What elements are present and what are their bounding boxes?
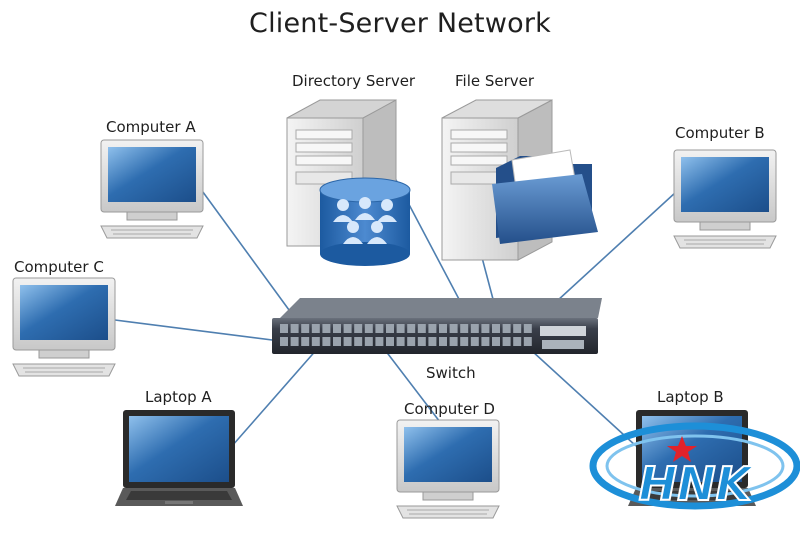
- switch-port: [333, 324, 341, 333]
- label-computer-b: Computer B: [675, 124, 765, 142]
- switch-port: [364, 337, 373, 346]
- switch-port: [460, 337, 469, 346]
- label-laptop-b: Laptop B: [657, 388, 724, 406]
- switch-port: [343, 324, 352, 333]
- switch-port: [311, 337, 320, 346]
- laptop-a: [115, 410, 243, 506]
- file-server: [441, 99, 598, 261]
- switch-port: [301, 337, 310, 346]
- switch-port: [492, 337, 500, 346]
- switch-port: [322, 324, 331, 333]
- label-computer-a: Computer A: [106, 118, 196, 136]
- label-computer-c: Computer C: [14, 258, 104, 276]
- computer-b: [673, 149, 777, 249]
- page-title: Client-Server Network: [249, 8, 551, 39]
- watermark-text: HNK: [639, 457, 755, 511]
- computer-c: [12, 277, 116, 377]
- switch-port: [280, 337, 288, 346]
- label-directory-server: Directory Server: [292, 72, 416, 90]
- link-laptop-b: [519, 339, 637, 447]
- link-computer-c: [114, 319, 289, 343]
- switch-port: [280, 324, 288, 333]
- switch-port: [407, 324, 416, 333]
- switch-port: [502, 324, 511, 333]
- switch-port: [333, 337, 341, 346]
- label-computer-d: Computer D: [404, 400, 495, 418]
- switch-port: [375, 337, 384, 346]
- directory-server: [286, 99, 411, 266]
- switch-port: [396, 337, 405, 346]
- switch-port: [513, 324, 522, 333]
- switch-port: [396, 324, 405, 333]
- switch-port: [364, 324, 373, 333]
- switch-port: [439, 337, 447, 346]
- switch-port: [492, 324, 500, 333]
- switch-port: [502, 337, 511, 346]
- switch-port: [354, 337, 363, 346]
- switch-port: [470, 337, 479, 346]
- switch-port: [407, 337, 416, 346]
- switch-port: [449, 337, 458, 346]
- users-database-icon: [319, 177, 411, 266]
- switch-port: [375, 324, 384, 333]
- switch-port: [354, 324, 363, 333]
- switch-port: [449, 324, 458, 333]
- switch-port: [481, 337, 490, 346]
- switch-port: [439, 324, 447, 333]
- switch-port: [417, 337, 426, 346]
- label-switch: Switch: [426, 364, 476, 382]
- switch-port: [470, 324, 479, 333]
- switch-port: [481, 324, 490, 333]
- switch-port: [290, 324, 299, 333]
- switch-port: [460, 324, 469, 333]
- watermark-logo: HNK: [589, 422, 800, 512]
- switch-port: [417, 324, 426, 333]
- switch-port: [386, 324, 394, 333]
- link-computer-d: [384, 349, 441, 423]
- switch-port: [343, 337, 352, 346]
- switch-port: [311, 324, 320, 333]
- switch-port: [513, 337, 522, 346]
- switch-port: [428, 337, 437, 346]
- link-computer-b: [544, 191, 677, 313]
- switch-port: [290, 337, 299, 346]
- link-computer-a: [199, 187, 301, 326]
- computer-a: [100, 139, 204, 239]
- switch-port: [523, 324, 532, 333]
- label-file-server: File Server: [455, 72, 535, 90]
- link-laptop-a: [231, 347, 319, 447]
- switch-port: [428, 324, 437, 333]
- folder-icon: [492, 149, 598, 244]
- switch-port: [523, 337, 532, 346]
- computer-d: [396, 419, 500, 519]
- network-switch: [272, 298, 602, 354]
- switch-port: [386, 337, 394, 346]
- label-laptop-a: Laptop A: [145, 388, 212, 406]
- switch-port: [322, 337, 331, 346]
- switch-port: [301, 324, 310, 333]
